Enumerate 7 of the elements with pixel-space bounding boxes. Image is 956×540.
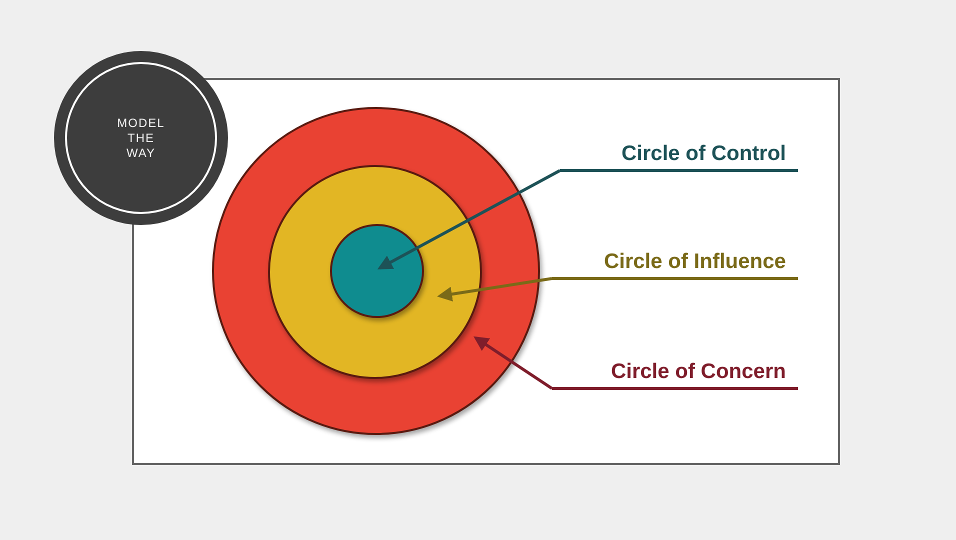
circle-label: Circle of Influence — [552, 248, 798, 280]
leader-arrow — [377, 169, 561, 270]
circle-label: Circle of Concern — [552, 358, 798, 390]
circle-label: Circle of Control — [560, 140, 798, 172]
badge-text: MODEL THE WAY — [116, 116, 166, 160]
leader-arrow — [474, 336, 553, 390]
leader-arrow — [437, 277, 552, 302]
